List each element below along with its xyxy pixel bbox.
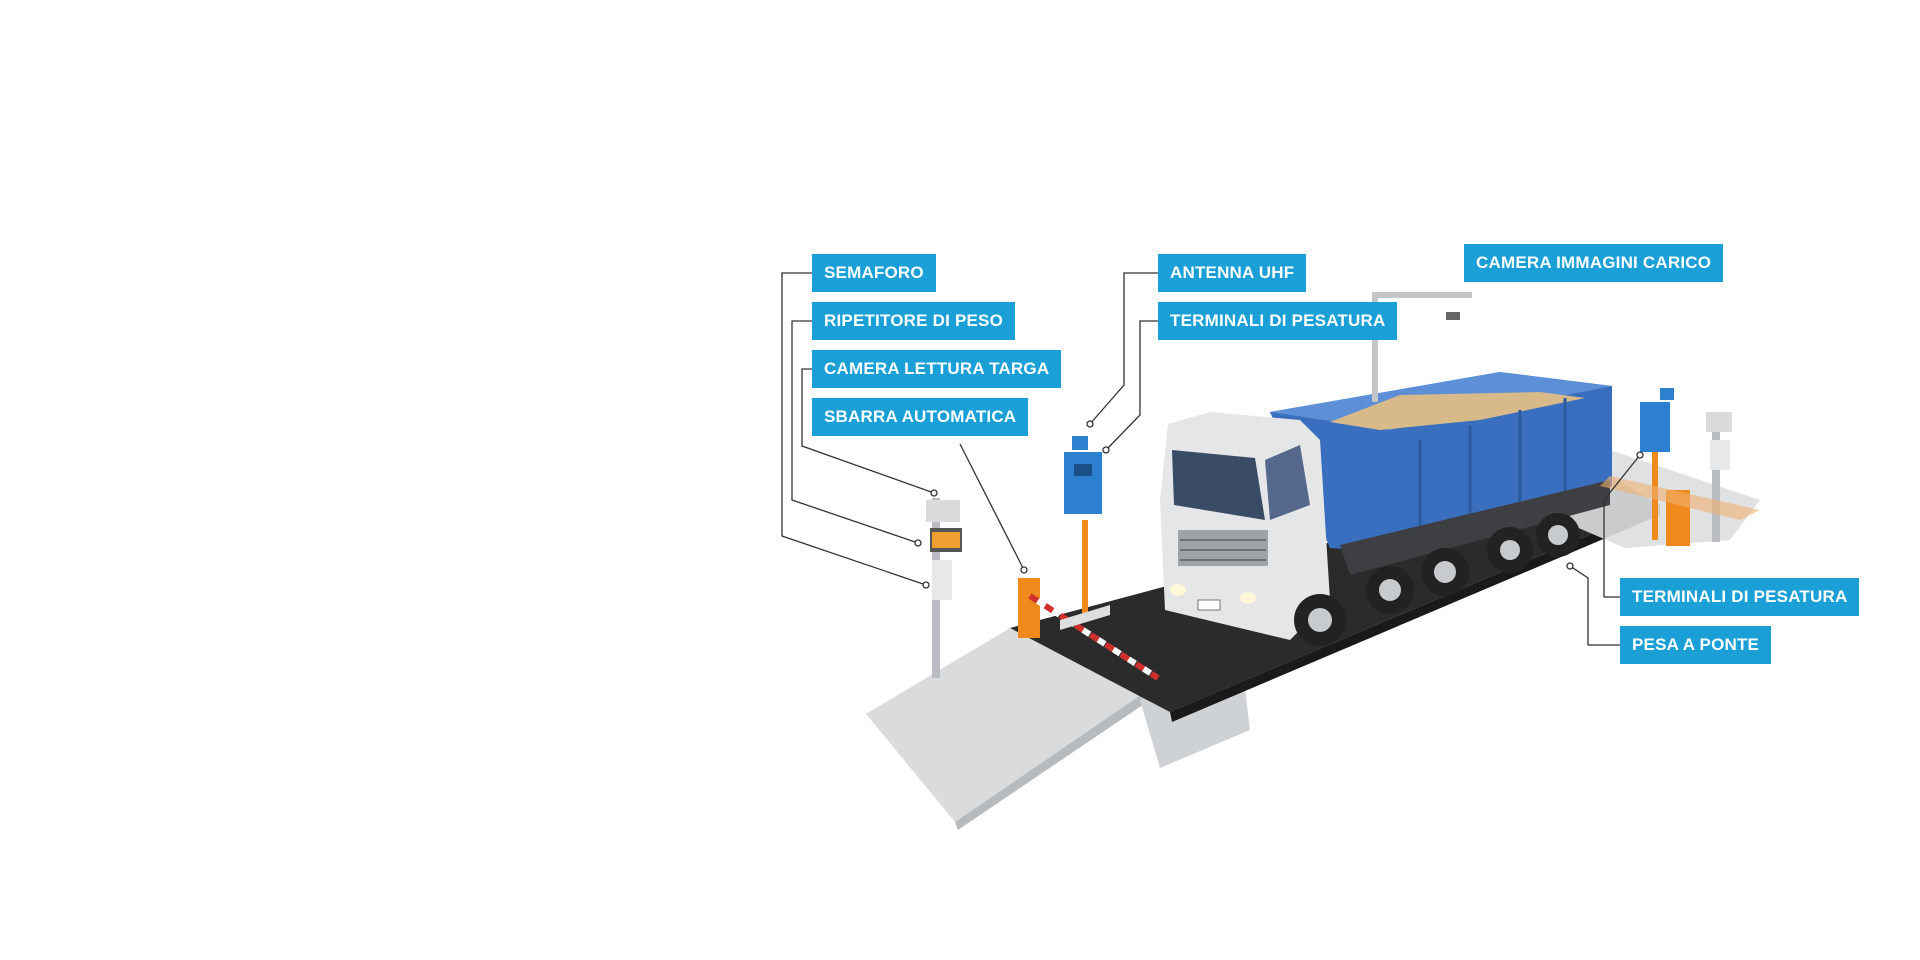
leader-ripetitore [791,320,919,544]
front-weighing-terminal [1060,436,1110,630]
rear-equipment [1640,388,1732,546]
label-sbarra-automatica: SBARRA AUTOMATICA [812,398,1029,436]
truck-wheels [1294,513,1580,646]
label-antenna-uhf: ANTENNA UHF [1158,254,1307,292]
entry-barrier [1018,578,1160,681]
leader-targa [801,368,935,494]
leader-term2 [1603,454,1641,598]
label-terminali-di-pesatura-front: TERMINALI DI PESATURA [1158,302,1398,340]
traffic-light-pole [926,498,962,678]
label-camera-immagini-carico: CAMERA IMMAGINI CARICO [1464,244,1724,282]
truck-windshield [1172,450,1265,520]
leader-semaforo [781,272,927,586]
label-ripetitore-di-peso: RIPETITORE DI PESO [812,302,1015,340]
truck-load [1330,392,1585,430]
leader-lines [781,272,1644,646]
label-camera-lettura-targa: CAMERA LETTURA TARGA [812,350,1062,388]
label-semaforo: SEMAFORO [812,254,936,292]
label-pesa-a-ponte: PESA A PONTE [1620,626,1772,664]
leader-term1 [1105,320,1158,451]
leader-sbarra [959,443,1025,571]
leader-pesa [1569,565,1620,646]
label-terminali-di-pesatura-rear: TERMINALI DI PESATURA [1620,578,1860,616]
load-camera-gantry [1372,292,1472,402]
leader-uhf [1089,272,1158,425]
